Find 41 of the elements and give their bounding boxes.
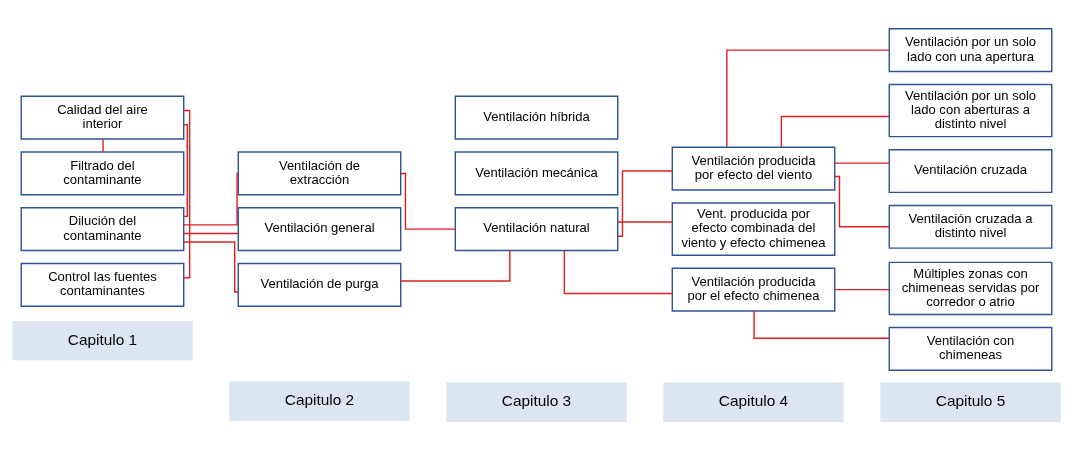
node-box: Ventilación cruzada a distinto nivel <box>888 204 1053 249</box>
node-box: Ventilación producida por efecto del viento <box>671 146 836 191</box>
node-box: Ventilación con chimeneas <box>888 326 1053 371</box>
node-box: Ventilación por un solo lado con aberturas a distinto nivel <box>888 83 1053 138</box>
node-box: Ventilación por un solo lado con una apertura <box>888 28 1053 73</box>
connector <box>102 138 104 153</box>
node-box: Múltiples zonas con chimeneas servidas por corredor o atrio <box>888 261 1053 316</box>
connector <box>753 310 890 339</box>
connector <box>834 175 890 228</box>
connector <box>183 124 188 218</box>
node-box: Ventilación producida por el efecto chimenea <box>671 267 836 312</box>
node-box: Calidad del aire interior <box>20 95 185 140</box>
connector <box>400 249 511 282</box>
connector <box>183 172 239 226</box>
node-box: Capitulo 4 <box>663 382 844 422</box>
node-box: Capitulo 5 <box>880 382 1061 422</box>
node-box: Ventilación general <box>237 207 402 252</box>
node-box: Ventilación híbrida <box>454 95 619 140</box>
node-box: Ventilación cruzada <box>888 149 1053 194</box>
connector <box>183 232 239 235</box>
node-box: Capitulo 2 <box>229 381 410 421</box>
node-box: Dilución del contaminante <box>20 207 185 252</box>
connector <box>183 109 191 279</box>
node-box: Ventilación mecánica <box>454 151 619 196</box>
connector <box>834 162 890 164</box>
node-box: Control las fuentes contaminantes <box>20 262 185 307</box>
node-box: Ventilación natural <box>454 207 619 252</box>
connector <box>780 115 890 148</box>
node-box: Filtrado del contaminante <box>20 151 185 196</box>
connector <box>563 249 673 295</box>
node-box: Capitulo 3 <box>446 382 627 422</box>
connector <box>400 172 456 230</box>
connector <box>183 241 239 293</box>
node-box: Capitulo 1 <box>12 320 193 361</box>
connector <box>617 170 673 237</box>
node-box: Ventilación de purga <box>237 262 402 307</box>
connector <box>834 288 890 291</box>
node-box: Ventilación de extracción <box>237 151 402 196</box>
connector <box>617 221 673 223</box>
connector <box>726 49 890 148</box>
node-box: Vent. producida por efecto combinada del viento y efecto chimenea <box>671 202 836 256</box>
